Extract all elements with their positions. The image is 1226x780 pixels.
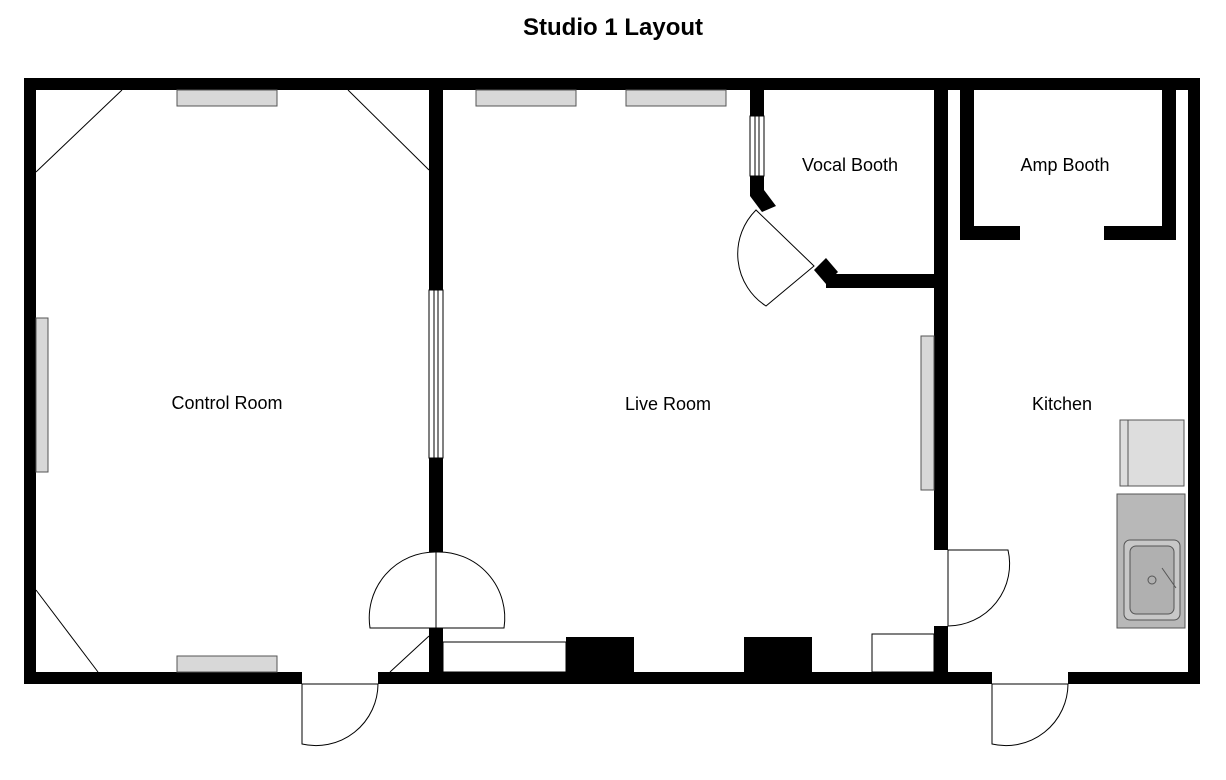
wall-left (24, 78, 36, 684)
amp-booth-wall-left (960, 90, 974, 240)
window-live-right (920, 335, 935, 491)
window-control-bottom (176, 655, 278, 673)
wall-bottom-right (1068, 672, 1200, 684)
door-exterior-control (301, 683, 379, 747)
live-room-fixtures (442, 633, 935, 673)
window-control-top (176, 89, 278, 107)
door-control-live-right (435, 551, 506, 629)
label-live-room: Live Room (625, 394, 711, 414)
riser-bench (442, 641, 567, 673)
amp-booth-wall-left-foot (960, 226, 1020, 240)
label-vocal-booth: Vocal Booth (802, 155, 898, 175)
wall-top (24, 78, 1200, 90)
vocal-booth-glass (749, 115, 765, 177)
divider-wall-middle (429, 458, 443, 552)
sink-bowl (1129, 545, 1175, 615)
glass-partitions (428, 115, 765, 459)
window-live-top-left (475, 89, 577, 107)
door-control-live-left (368, 551, 437, 629)
plan-title: Studio 1 Layout (523, 14, 703, 41)
doors (301, 209, 1069, 747)
window-control-left (35, 317, 49, 473)
amp-booth-wall-right (1162, 90, 1176, 240)
door-vocal-booth (737, 209, 815, 307)
sink-drain (1147, 575, 1157, 585)
small-cabinet (871, 633, 935, 673)
divider-wall-upper (429, 90, 443, 290)
label-amp-booth: Amp Booth (1020, 155, 1109, 175)
kitchen-wall-upper (934, 90, 948, 550)
label-control-room: Control Room (171, 393, 282, 413)
diffuser-lines (35, 89, 430, 673)
speaker-block-left (566, 637, 634, 673)
label-kitchen: Kitchen (1032, 394, 1092, 414)
windows (35, 89, 935, 673)
vocal-booth-wall-upper (750, 90, 764, 116)
kitchen-wall-lower (934, 626, 948, 672)
vocal-booth-wall-angle (750, 190, 776, 212)
vocal-booth-wall-mid (750, 176, 764, 196)
speaker-block-right (744, 637, 812, 673)
window-live-top-right (625, 89, 727, 107)
amp-booth-wall-right-foot (1104, 226, 1176, 240)
interior-walls (429, 90, 1176, 673)
door-exterior-kitchen (991, 683, 1069, 747)
divider-wall-lower (429, 628, 443, 672)
wall-bottom-left (24, 672, 302, 684)
outer-walls (24, 78, 1200, 684)
control-room-glass (428, 289, 444, 459)
fridge (1119, 419, 1185, 487)
wall-bottom-middle (378, 672, 992, 684)
kitchen-fixtures (1116, 419, 1186, 629)
door-kitchen (947, 549, 1011, 627)
vocal-booth-wall-bottom (826, 274, 936, 288)
wall-right (1188, 78, 1200, 684)
